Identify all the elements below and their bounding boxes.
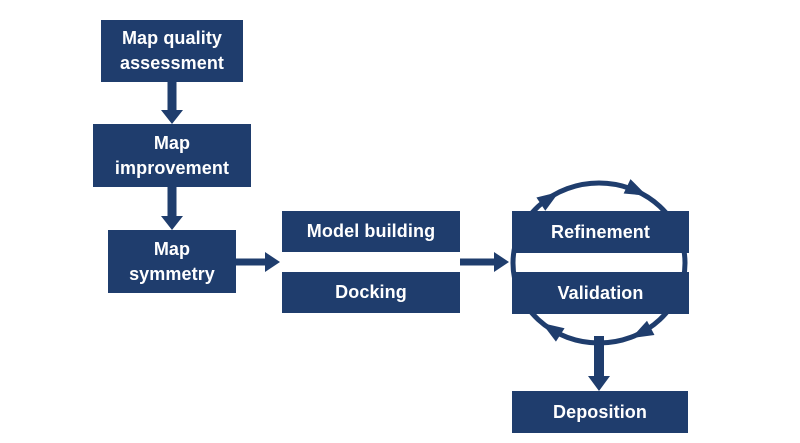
node-label-model-building: Model building (306, 221, 436, 242)
node-map-quality-assessment: Map quality assessment (101, 20, 243, 82)
node-map-symmetry: Map symmetry (108, 230, 236, 293)
node-deposition: Deposition (512, 391, 688, 433)
node-label-map-symmetry: Map symmetry (129, 238, 215, 284)
node-map-improvement: Map improvement (93, 124, 251, 187)
node-label-docking: Docking (335, 282, 407, 303)
node-label-map-quality-assessment: Map quality assessment (119, 28, 225, 73)
cycle-arrowhead-bottom-left-icon (541, 323, 565, 342)
arrow-cycle-to-deposition (588, 336, 610, 391)
cycle-arrowhead-top-right-icon (623, 179, 647, 196)
arrow-improvement-to-symmetry (161, 187, 183, 230)
node-validation: Validation (512, 272, 689, 314)
cycle-arrowhead-bottom-right-icon (631, 320, 655, 339)
cycle-arrowhead-top-left-icon (536, 191, 560, 211)
node-label-refinement: Refinement (550, 221, 650, 242)
arrow-symmetry-to-building (236, 252, 280, 272)
arrow-building-to-refinement (460, 252, 509, 272)
arrow-assessment-to-improvement (161, 82, 183, 124)
node-refinement: Refinement (512, 211, 689, 253)
node-label-validation: Validation (557, 282, 644, 303)
node-label-deposition: Deposition (553, 401, 647, 422)
node-docking: Docking (282, 272, 460, 313)
node-model-building: Model building (282, 211, 460, 252)
cycle-arrow-ring (510, 180, 688, 346)
node-label-map-improvement: Map improvement (114, 132, 230, 178)
